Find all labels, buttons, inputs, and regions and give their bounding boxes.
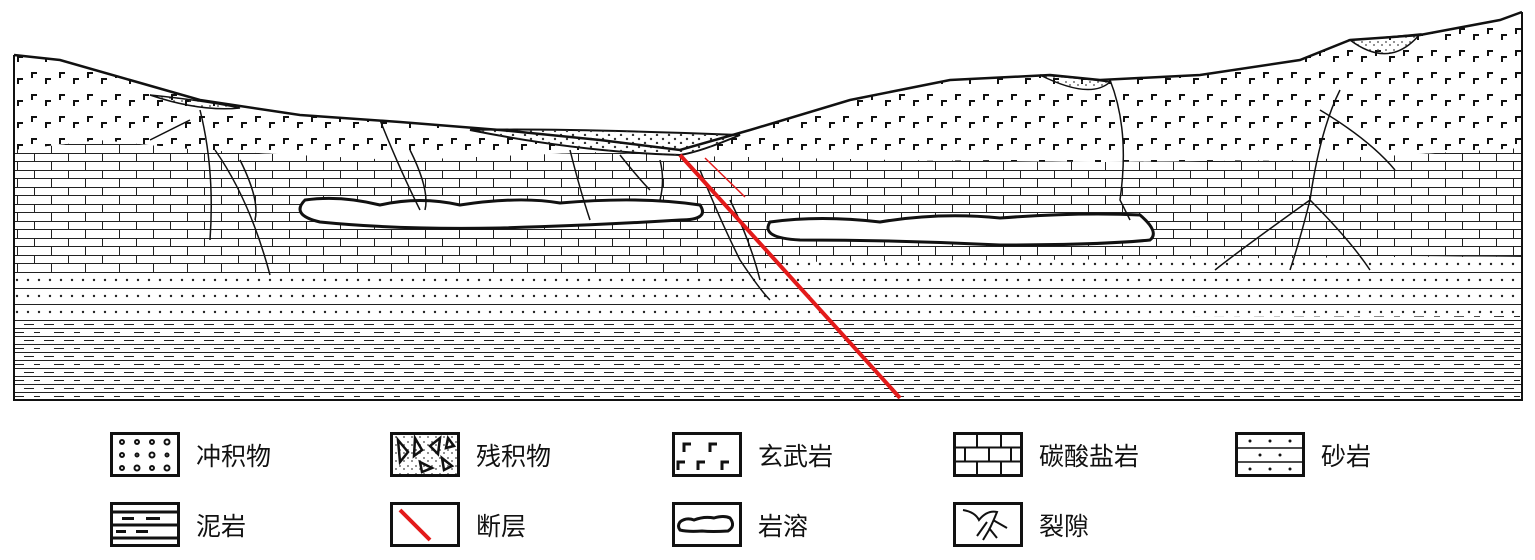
legend-item-mudstone: 泥岩 [110,502,246,547]
legend-item-basalt: 玄武岩 [672,432,833,477]
legend-item-alluvium: 冲积物 [110,432,271,477]
ground-surface [13,10,1523,152]
legend-label: 岩溶 [758,511,809,541]
karst-cave [766,212,1155,247]
legend-label: 残积物 [476,441,552,471]
residuum-swatch-icon [390,432,460,477]
karst-swatch-icon [672,502,742,547]
mudstone-layer [14,316,1522,400]
legend-label: 玄武岩 [758,441,834,471]
legend-item-residuum: 残积物 [390,432,551,477]
geological-cross-section [13,10,1523,401]
fissures [149,79,1396,301]
legend-label: 泥岩 [196,511,247,541]
legend-label: 断层 [476,511,527,541]
legend-item-sandstone: 砂岩 [1235,432,1371,477]
karst-cave [298,196,704,230]
legend-label: 裂隙 [1039,511,1090,541]
legend-label: 冲积物 [196,441,272,471]
alluvium-swatch-icon [110,432,180,477]
fault-arrow [704,157,746,198]
legend-item-karst: 岩溶 [672,502,808,547]
fissure-swatch-icon [953,502,1023,547]
fault-line [678,153,902,400]
basalt-swatch-icon [672,432,742,477]
mudstone-swatch-icon [110,502,180,547]
carbonate-swatch-icon [953,432,1023,477]
legend-item-carbonate: 碳酸盐岩 [953,432,1139,477]
legend-label: 砂岩 [1321,441,1372,471]
legend-item-fissure: 裂隙 [953,502,1089,547]
sandstone-swatch-icon [1235,432,1305,477]
legend-label: 碳酸盐岩 [1039,441,1140,471]
fault-swatch-icon [390,502,460,547]
legend-item-fault: 断层 [390,502,526,547]
section-frame [13,12,1523,401]
